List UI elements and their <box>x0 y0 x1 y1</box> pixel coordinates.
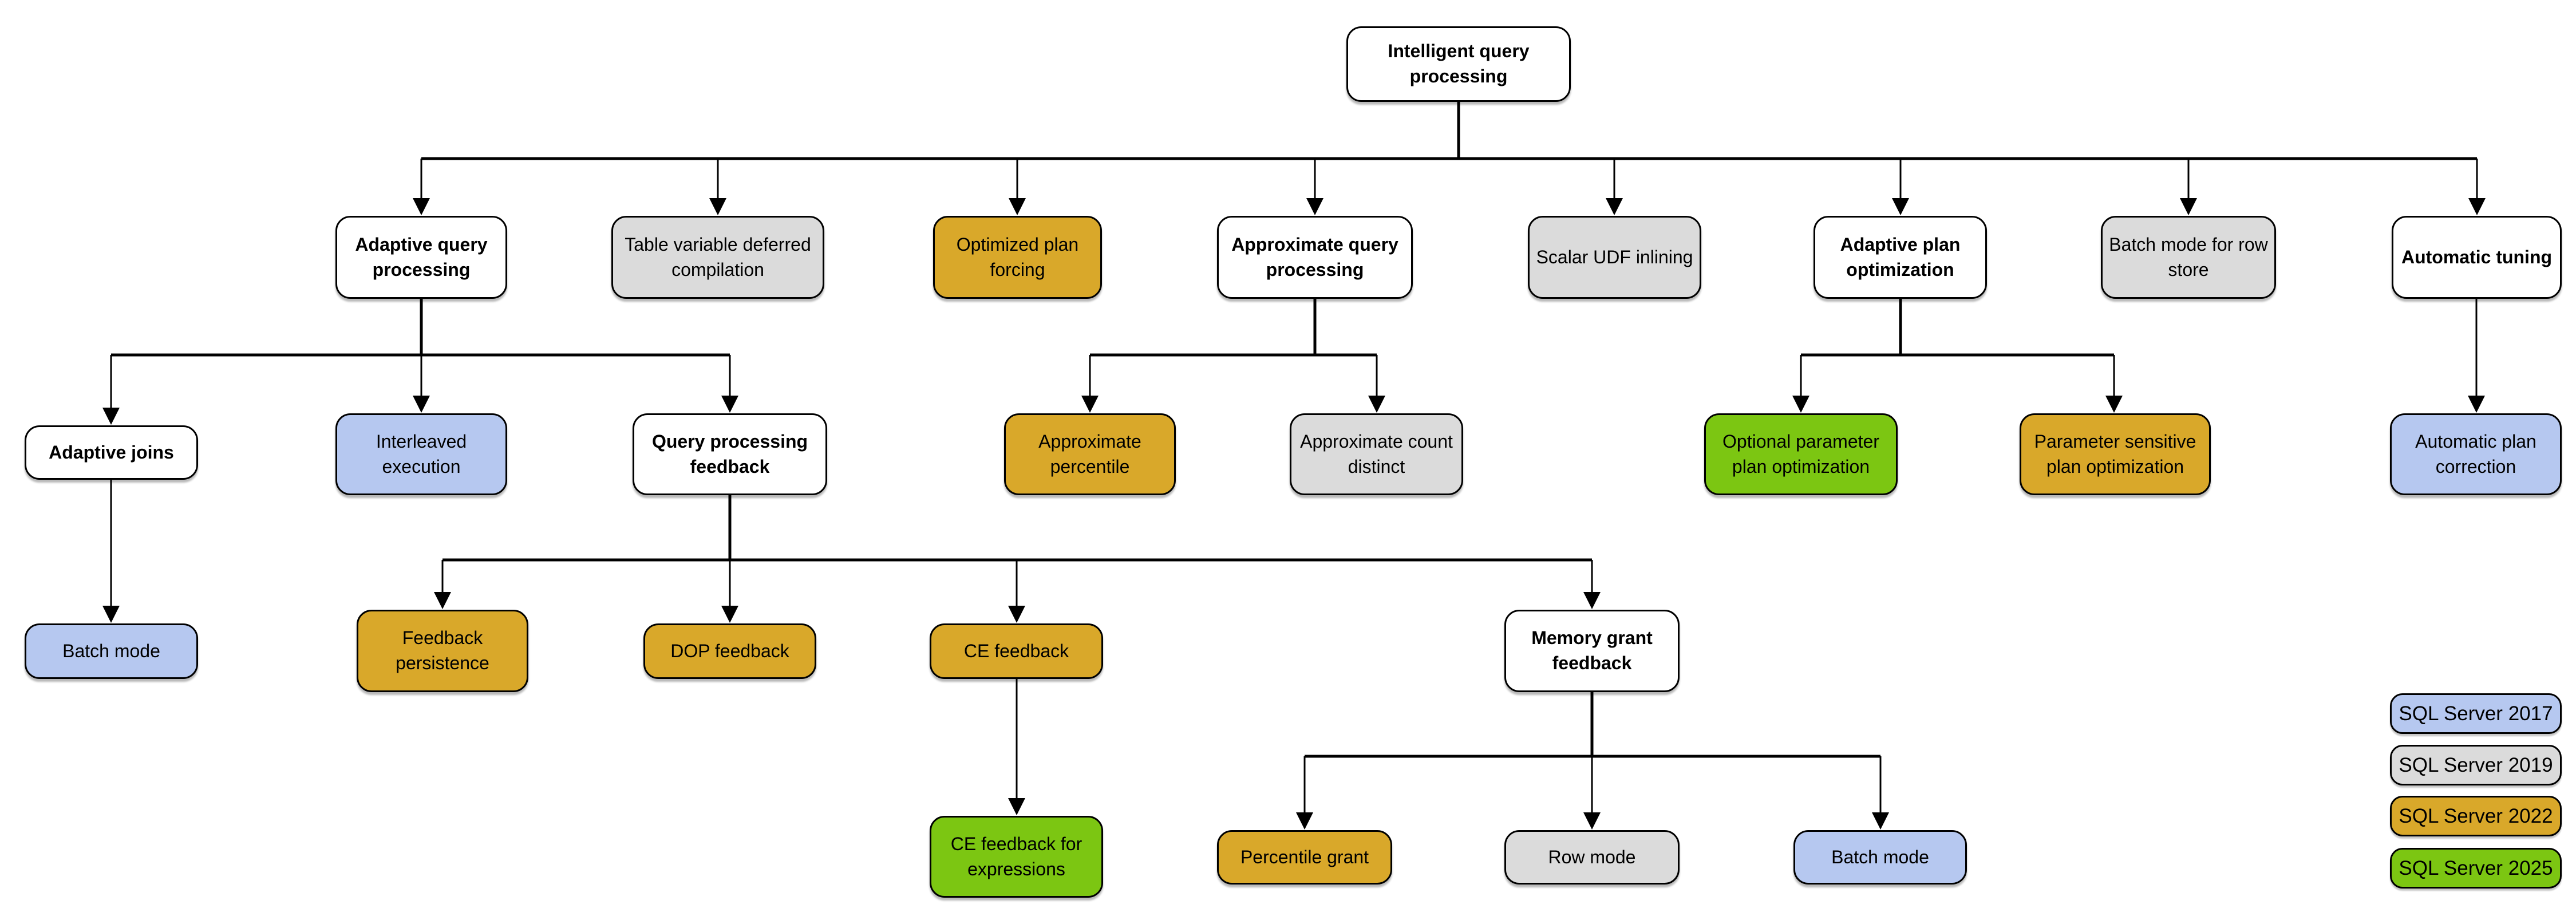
connector-adaptive-plan-optimization <box>1792 299 2123 413</box>
node-percentile-grant: Percentile grant <box>1217 830 1392 885</box>
node-batch-mode-adaptive-joins: Batch mode <box>25 623 198 679</box>
node-adaptive-plan-optimization: Adaptive plan optimization <box>1814 216 1987 299</box>
node-approximate-percentile: Approximate percentile <box>1004 413 1176 495</box>
legend-sql-server-2022: SQL Server 2022 <box>2390 796 2562 836</box>
node-batch-mode-for-row-store: Batch mode for row store <box>2101 216 2276 299</box>
node-ce-feedback: CE feedback <box>930 623 1103 679</box>
node-parameter-sensitive-plan-optimization: Parameter sensitive plan optimization <box>2020 413 2211 495</box>
connector-query-processing-feedback <box>434 495 1601 623</box>
node-intelligent-query-processing: Intelligent query processing <box>1346 26 1571 102</box>
node-approximate-query-processing: Approximate query processing <box>1217 216 1413 299</box>
node-query-processing-feedback: Query processing feedback <box>633 413 827 495</box>
node-adaptive-query-processing: Adaptive query processing <box>335 216 507 299</box>
node-table-variable-deferred-compilation: Table variable deferred compilation <box>611 216 824 299</box>
node-approximate-count-distinct: Approximate count distinct <box>1290 413 1463 495</box>
node-optional-parameter-plan-optimization: Optional parameter plan optimization <box>1704 413 1898 495</box>
node-adaptive-joins: Adaptive joins <box>25 425 198 480</box>
node-batch-mode-memory-grant: Batch mode <box>1793 830 1967 885</box>
node-ce-feedback-for-expressions: CE feedback for expressions <box>930 816 1103 898</box>
legend-sql-server-2017: SQL Server 2017 <box>2390 693 2562 734</box>
node-automatic-tuning: Automatic tuning <box>2392 216 2562 299</box>
connector-root-to-level2 <box>413 102 2486 215</box>
connector-adaptive-query-processing <box>102 299 738 425</box>
connector-approximate-query-processing <box>1081 299 1385 413</box>
legend-sql-server-2019: SQL Server 2019 <box>2390 745 2562 785</box>
connector-memory-grant-feedback <box>1296 692 1889 830</box>
legend-sql-server-2025: SQL Server 2025 <box>2390 848 2562 889</box>
node-interleaved-execution: Interleaved execution <box>335 413 507 495</box>
node-memory-grant-feedback: Memory grant feedback <box>1504 610 1680 692</box>
node-dop-feedback: DOP feedback <box>643 623 816 679</box>
node-optimized-plan-forcing: Optimized plan forcing <box>933 216 1102 299</box>
node-row-mode: Row mode <box>1504 830 1680 885</box>
node-feedback-persistence: Feedback persistence <box>357 610 528 692</box>
node-automatic-plan-correction: Automatic plan correction <box>2390 413 2562 495</box>
node-scalar-udf-inlining: Scalar UDF inlining <box>1528 216 1701 299</box>
